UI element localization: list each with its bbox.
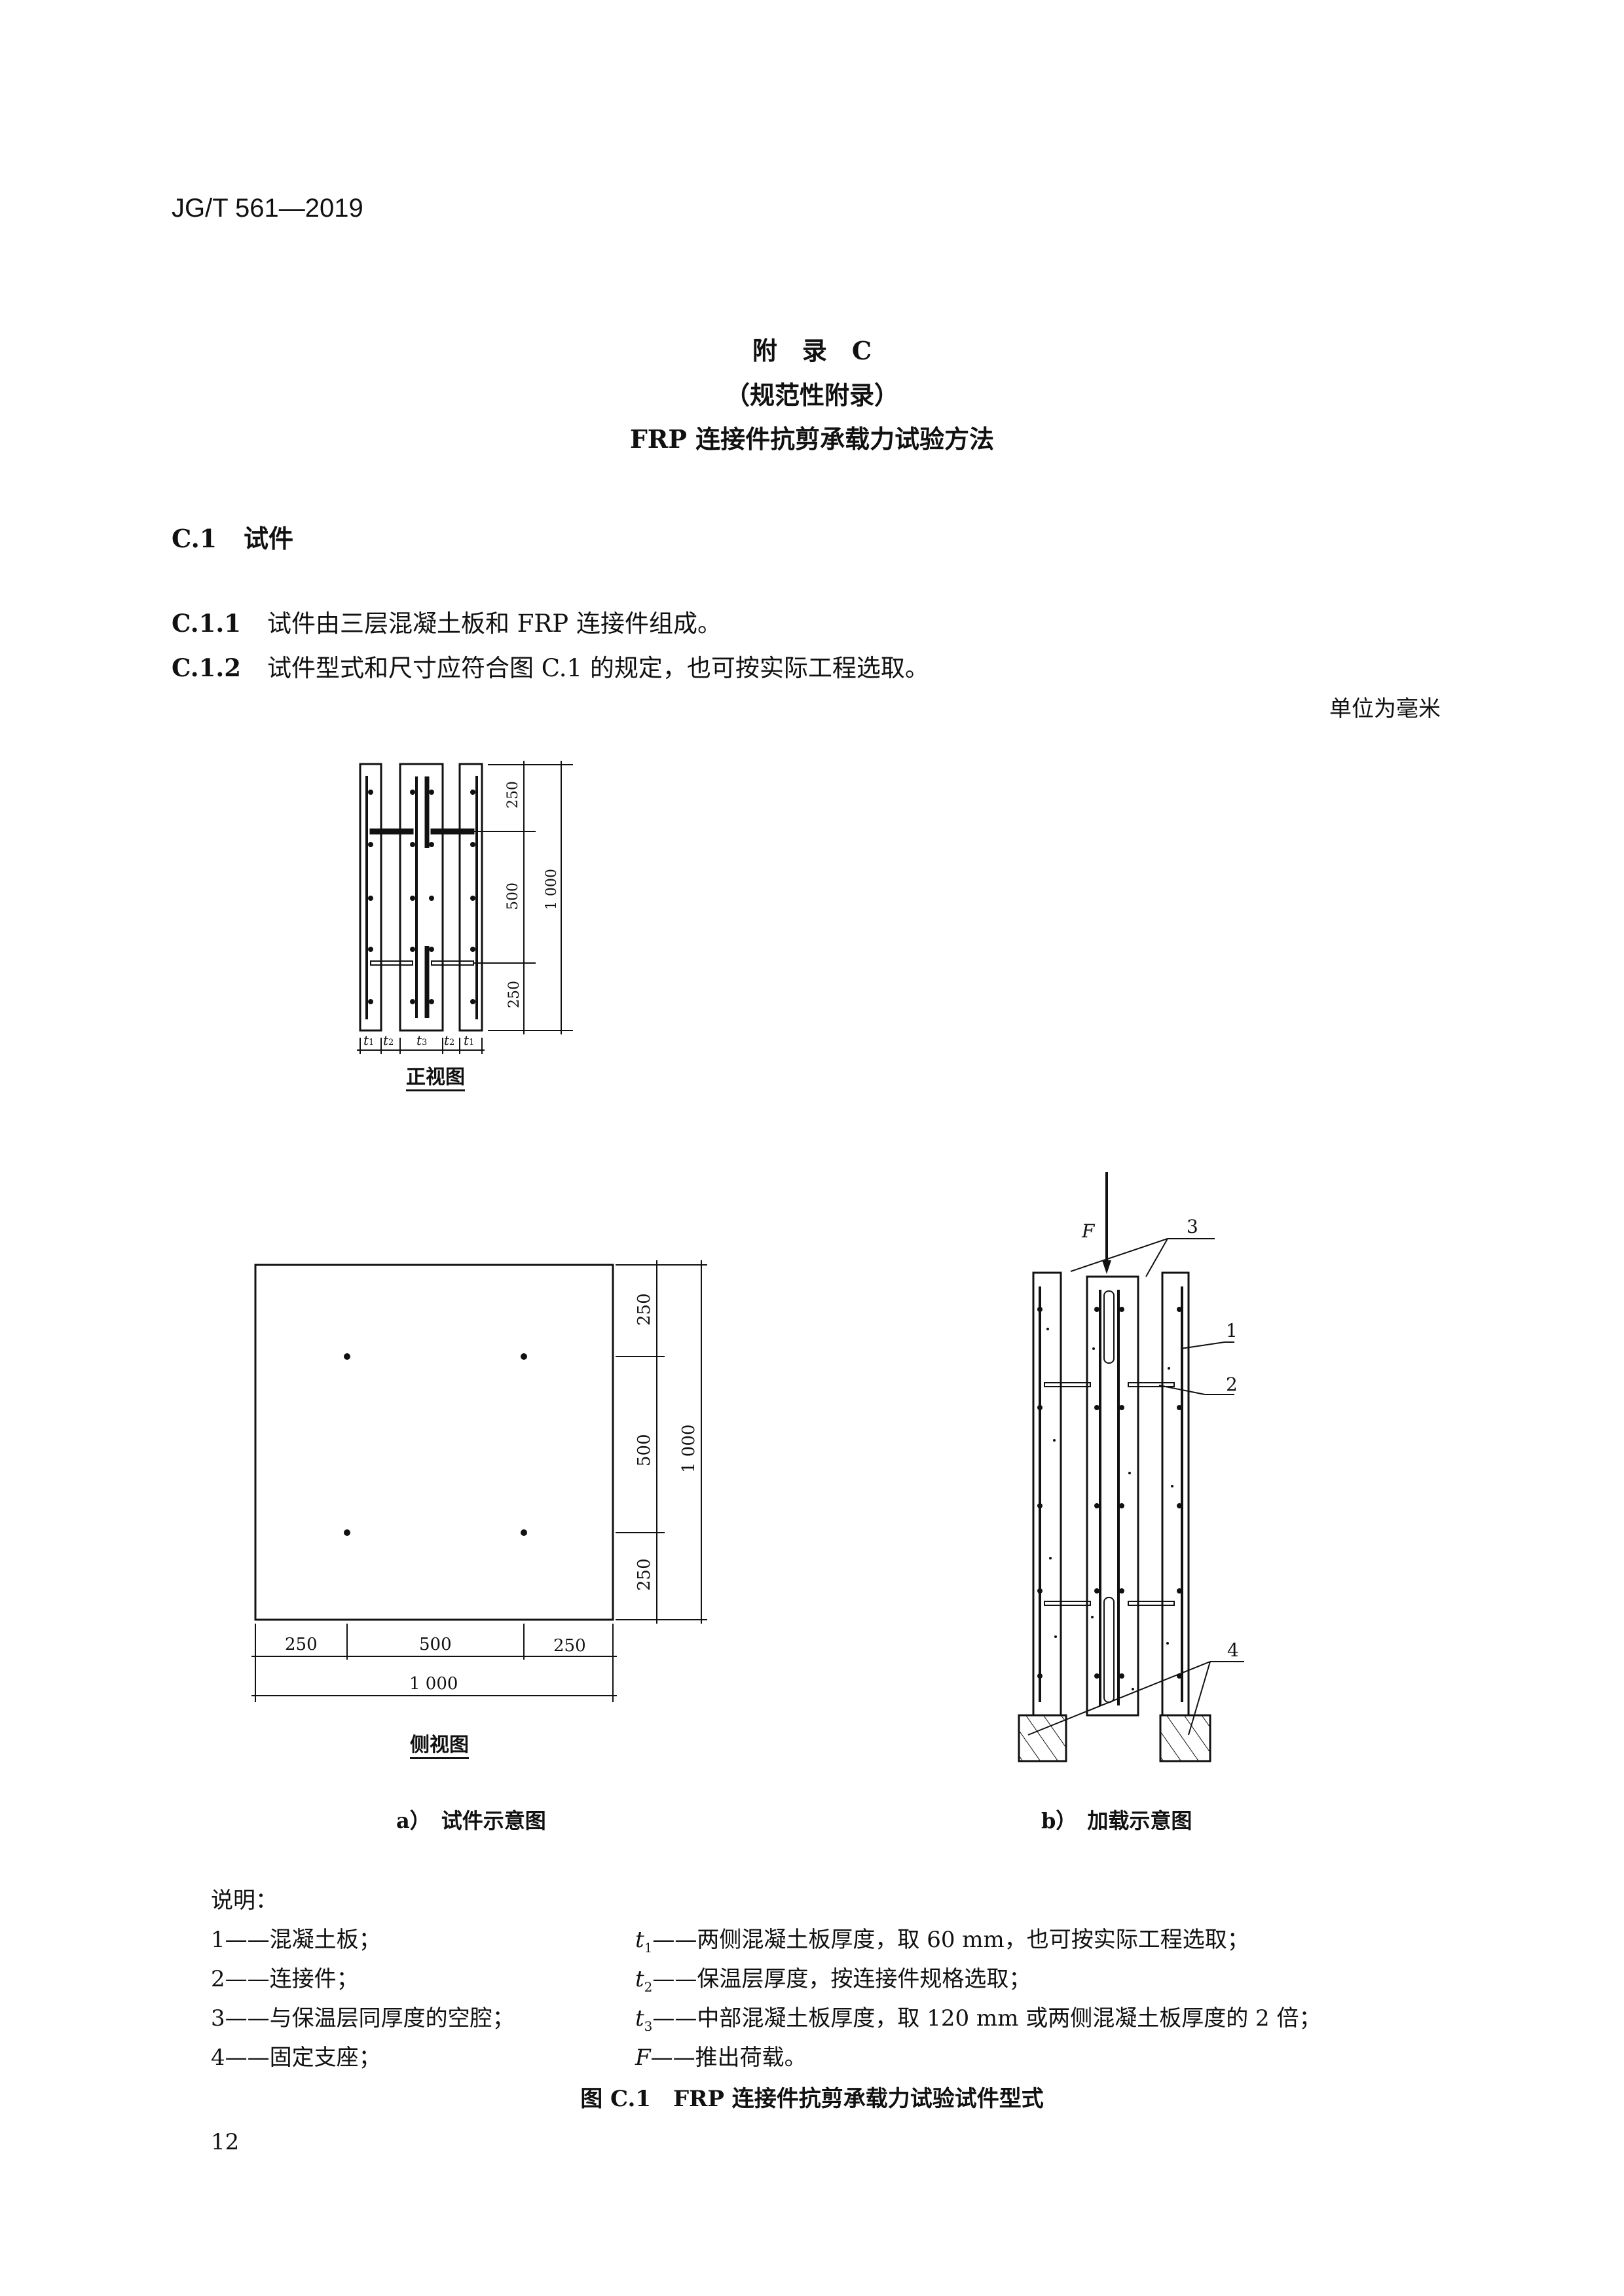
connector <box>369 828 414 835</box>
callout-4: 4 <box>1227 1639 1239 1661</box>
dim-label: 250 <box>553 1636 586 1656</box>
appendix-title: FRP 连接件抗剪承载力试验方法 <box>629 424 995 454</box>
symbol: t <box>635 1966 644 1992</box>
clause-c-1-1: C.1.1 试件由三层混凝土板和 FRP 连接件组成。 <box>172 604 722 639</box>
legend-title: 说明： <box>211 1887 278 1914</box>
clause-c-1-2: C.1.2 试件型式和尺寸应符合图 C.1 的规定，也可按实际工程选取。 <box>172 648 929 683</box>
dim-label: 1 000 <box>409 1674 458 1694</box>
clause-text: 试件由三层混凝土板和 FRP 连接件组成。 <box>267 610 722 638</box>
middle-panel <box>399 763 444 1032</box>
connector <box>370 960 413 966</box>
legend-item-t1: t1——两侧混凝土板厚度，取 60 mm，也可按实际工程选取； <box>635 1922 1249 1956</box>
legend-item-t2: t2——保温层厚度，按连接件规格选取； <box>635 1961 1031 1995</box>
dim-label: 250 <box>635 1558 654 1591</box>
loading-diagram: F 3 1 2 4 <box>1018 1172 1244 1762</box>
legend-item: 4——固定支座； <box>211 2045 381 2071</box>
side-view: 250 500 250 1 000 250 500 250 1 000 <box>251 1260 707 1702</box>
svg-text:t2: t2 <box>383 1032 394 1048</box>
dim-label: 250 <box>505 781 521 809</box>
svg-text:t2: t2 <box>444 1032 454 1048</box>
clause-number: C.1.2 <box>172 653 242 682</box>
legend-item-t3: t3——中部混凝土板厚度，取 120 mm 或两侧混凝土板厚度的 2 倍； <box>635 2000 1321 2034</box>
side-panel-right <box>1161 1271 1190 1717</box>
appendix-type: （规范性附录） <box>724 380 899 410</box>
callout-3: 3 <box>1187 1216 1198 1237</box>
legend-item: 1——混凝土板； <box>211 1927 381 1953</box>
legend-item-f: F——推出荷载。 <box>635 2039 807 2071</box>
symbol-sub: 2 <box>644 1978 653 1995</box>
legend-text: ——推出荷载。 <box>650 2045 807 2071</box>
symbol: t <box>635 2005 644 2032</box>
standard-number: JG/T 561—2019 <box>172 194 363 223</box>
section-title: 试件 <box>244 524 294 553</box>
front-view-label: 正视图 <box>406 1061 465 1091</box>
legend-item: 3——与保温层同厚度的空腔； <box>211 2005 515 2032</box>
unit-note: 单位为毫米 <box>1329 696 1441 722</box>
svg-text:t1: t1 <box>464 1032 474 1048</box>
force-arrow-head <box>1102 1260 1111 1274</box>
legend-item: 2——连接件； <box>211 1966 359 1992</box>
dim-label: 250 <box>506 981 523 1008</box>
dim-label: 250 <box>285 1635 318 1654</box>
symbol: t <box>635 1927 644 1953</box>
callout-2: 2 <box>1226 1374 1238 1395</box>
side-panel-left <box>359 763 382 1032</box>
dim-label: 1 000 <box>679 1425 699 1473</box>
legend-text: ——中部混凝土板厚度，取 120 mm 或两侧混凝土板厚度的 2 倍； <box>652 2005 1321 2032</box>
subfigure-a-caption: a） 试件示意图 <box>396 1808 546 1833</box>
dim-label: 250 <box>635 1293 654 1326</box>
middle-panel <box>1086 1275 1139 1717</box>
symbol-sub: 3 <box>644 2018 653 2034</box>
force-label: F <box>1081 1220 1096 1242</box>
clause-number: C.1.1 <box>172 609 242 638</box>
figure-caption: 图 C.1 FRP 连接件抗剪承载力试验试件型式 <box>580 2086 1044 2112</box>
page-number: 12 <box>211 2129 240 2155</box>
svg-text:t3: t3 <box>416 1032 427 1048</box>
callout-1: 1 <box>1226 1320 1238 1341</box>
side-view-label: 侧视图 <box>410 1728 469 1759</box>
appendix-label: 附 录 C <box>752 336 872 365</box>
symbol: F <box>635 2045 651 2071</box>
clause-text: 试件型式和尺寸应符合图 C.1 的规定，也可按实际工程选取。 <box>267 654 929 682</box>
dim-label: 500 <box>419 1635 452 1654</box>
legend-text: ——保温层厚度，按连接件规格选取； <box>652 1966 1031 1992</box>
connector <box>431 960 474 966</box>
svg-text:t1: t1 <box>363 1032 374 1048</box>
symbol-sub: 1 <box>644 1939 653 1956</box>
support-right <box>1159 1714 1211 1762</box>
side-panel-left <box>1032 1271 1062 1717</box>
section-number: C.1 <box>172 524 217 553</box>
subfigure-b-caption: b） 加载示意图 <box>1041 1808 1192 1833</box>
side-panel-right <box>458 763 483 1032</box>
dim-label: 1 000 <box>544 869 560 910</box>
legend-text: ——两侧混凝土板厚度，取 60 mm，也可按实际工程选取； <box>652 1927 1249 1953</box>
panel-outline <box>254 1264 614 1621</box>
dim-label: 500 <box>635 1434 654 1467</box>
front-view: 250 500 250 1 000 t1 t2 t3 t2 t1 <box>357 761 573 1054</box>
section-heading: C.1 试件 <box>172 519 293 555</box>
dim-label: 500 <box>505 883 521 910</box>
connector <box>430 828 475 835</box>
